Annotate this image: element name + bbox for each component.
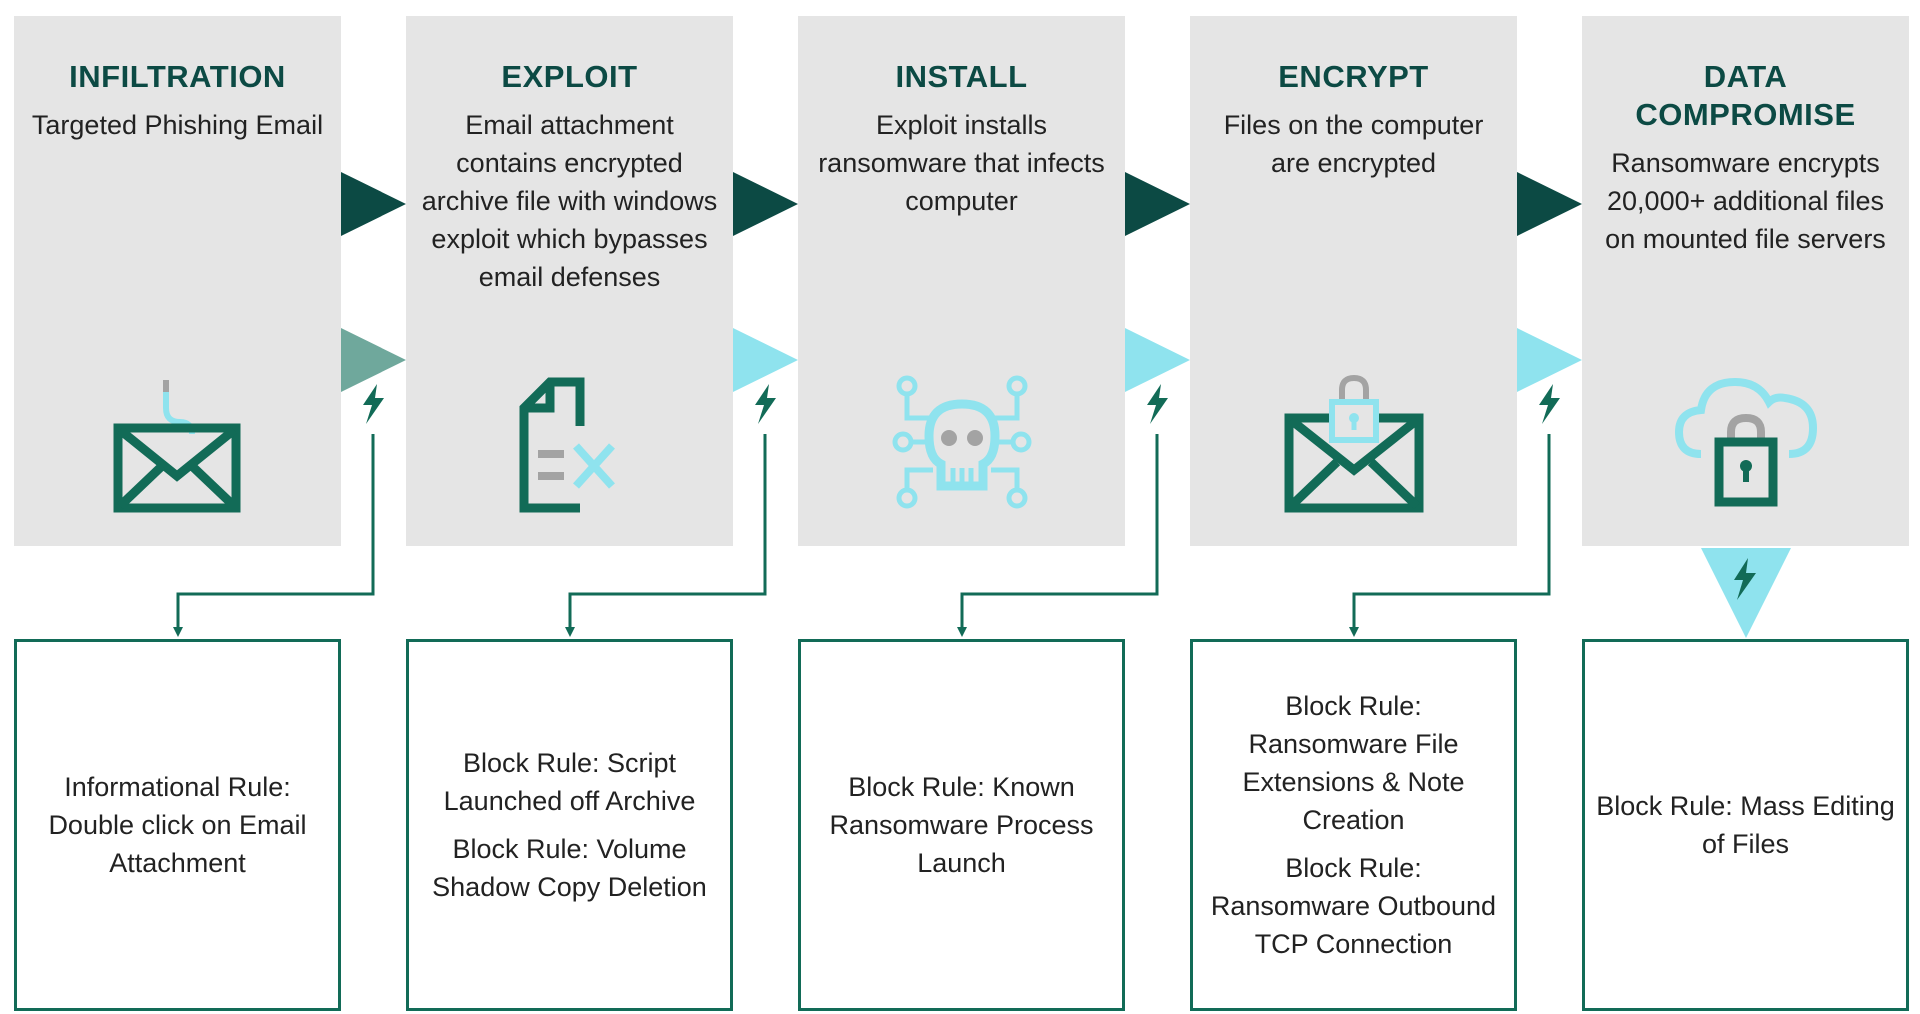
stage-title: EXPLOIT bbox=[501, 59, 638, 94]
stage-description: Email attachment contains encrypted arch… bbox=[421, 110, 718, 292]
detection-arrow bbox=[733, 328, 798, 392]
lightning-bolt-icon bbox=[1734, 558, 1756, 600]
stage-data-compromise: DATA COMPROMISE Ransomware encrypts 20,0… bbox=[1582, 16, 1909, 546]
stage-infiltration: INFILTRATION Targeted Phishing Email bbox=[14, 16, 341, 546]
rule-text: Block Rule: Mass Editing of Files bbox=[1596, 791, 1895, 859]
rule-text: Block Rule: Script Launched off Archive bbox=[443, 748, 696, 816]
detection-arrow bbox=[1517, 328, 1582, 392]
stage-title: DATA COMPROMISE bbox=[1635, 59, 1856, 132]
stage-arrow bbox=[1517, 172, 1582, 236]
stage-exploit: EXPLOIT Email attachment contains encryp… bbox=[406, 16, 733, 546]
stage-install: INSTALL Exploit installs ransomware that… bbox=[798, 16, 1125, 546]
stage-description: Ransomware encrypts 20,000+ additional f… bbox=[1605, 148, 1886, 254]
detection-arrow bbox=[1125, 328, 1190, 392]
rule-text: Block Rule: Ransomware Outbound TCP Conn… bbox=[1210, 853, 1497, 959]
rule-box-encrypt: Block Rule: Ransomware File Extensions &… bbox=[1190, 639, 1517, 1011]
rule-text: Block Rule: Volume Shadow Copy Deletion bbox=[432, 834, 707, 902]
lightning-bolt-icon bbox=[1539, 384, 1560, 424]
stage-encrypt: ENCRYPT Files on the computer are encryp… bbox=[1190, 16, 1517, 546]
rule-text: Block Rule: Known Ransomware Process Lau… bbox=[829, 772, 1094, 878]
locked-envelope-icon bbox=[1284, 374, 1423, 513]
detection-arrow bbox=[341, 328, 406, 392]
rule-box-install: Block Rule: Known Ransomware Process Lau… bbox=[798, 639, 1125, 1011]
stage-description: Files on the computer are encrypted bbox=[1223, 110, 1484, 178]
stage-title: INFILTRATION bbox=[69, 59, 286, 94]
document-exploit-icon bbox=[519, 377, 615, 513]
stage-title: ENCRYPT bbox=[1278, 59, 1429, 94]
rule-text: Informational Rule: Double click on Emai… bbox=[48, 772, 307, 878]
detection-arrow bbox=[1701, 548, 1791, 638]
rule-box-exploit: Block Rule: Script Launched off Archive … bbox=[406, 639, 733, 1011]
stage-arrow bbox=[341, 172, 406, 236]
rule-text: Block Rule: Ransomware File Extensions &… bbox=[1242, 691, 1465, 835]
stage-arrow bbox=[733, 172, 798, 236]
rule-box-data-compromise: Block Rule: Mass Editing of Files bbox=[1582, 639, 1909, 1011]
lightning-bolt-icon bbox=[363, 384, 384, 424]
lightning-bolt-icon bbox=[755, 384, 776, 424]
stage-arrow bbox=[1125, 172, 1190, 236]
lightning-bolt-icon bbox=[1147, 384, 1168, 424]
stage-description: Targeted Phishing Email bbox=[31, 110, 324, 140]
skull-circuit-icon bbox=[892, 375, 1031, 509]
phishing-envelope-icon bbox=[113, 380, 240, 513]
stage-description: Exploit installs ransomware that infects… bbox=[818, 110, 1105, 216]
cloud-lock-icon bbox=[1674, 377, 1817, 507]
rule-box-infiltration: Informational Rule: Double click on Emai… bbox=[14, 639, 341, 1011]
stage-title: INSTALL bbox=[895, 59, 1028, 94]
